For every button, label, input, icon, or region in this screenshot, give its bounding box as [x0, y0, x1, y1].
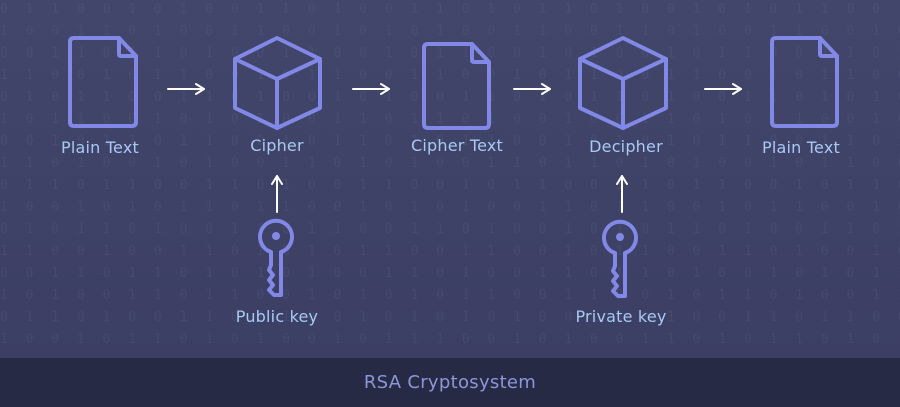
- document-icon: [770, 36, 839, 128]
- node-label-plain-text-out: Plain Text: [762, 138, 840, 157]
- document-icon: [68, 36, 138, 128]
- document-icon: [422, 42, 491, 130]
- cube-icon: [578, 36, 668, 130]
- node-label-plain-text-in: Plain Text: [61, 138, 139, 157]
- key-icon: [258, 218, 294, 297]
- key-icon: [602, 219, 638, 298]
- node-label-cipher: Cipher: [250, 136, 304, 155]
- diagram-caption: RSA Cryptosystem: [363, 372, 537, 393]
- node-label-cipher-text: Cipher Text: [411, 136, 503, 155]
- rsa-flow-diagram: [68, 36, 839, 298]
- caption-bar: RSA Cryptosystem: [0, 358, 900, 407]
- key-label-private: Private key: [575, 307, 667, 326]
- node-label-decipher: Decipher: [589, 137, 663, 156]
- key-label-public: Public key: [235, 307, 319, 326]
- cube-icon: [233, 36, 322, 130]
